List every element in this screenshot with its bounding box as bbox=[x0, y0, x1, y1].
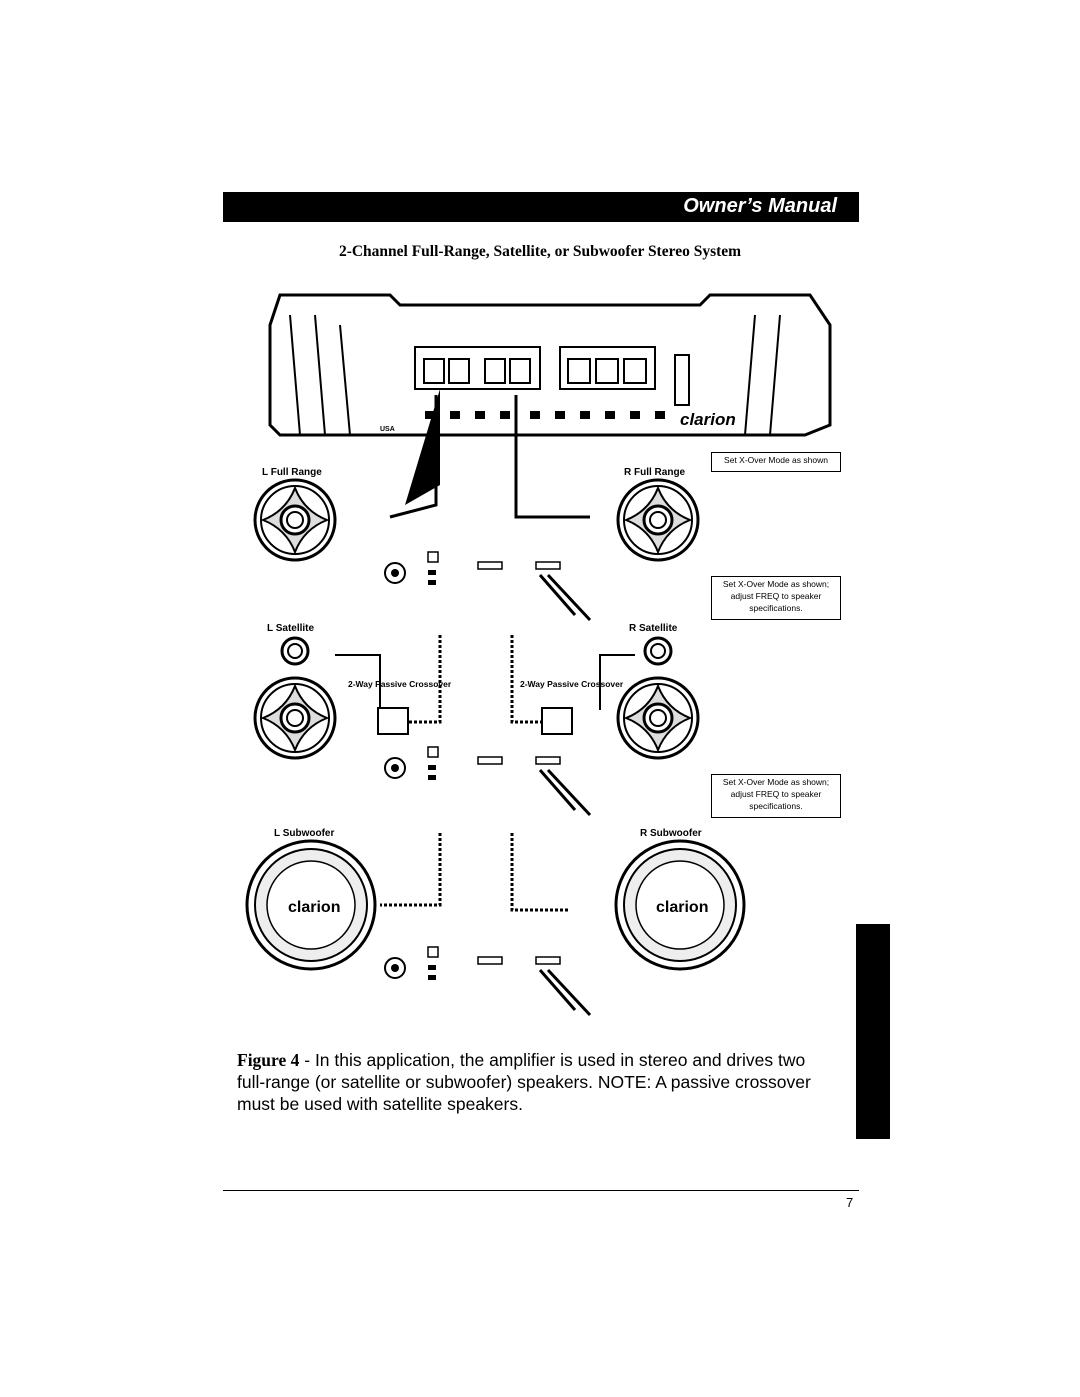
l-full-range-speaker bbox=[253, 478, 337, 562]
figure-label: Figure 4 bbox=[237, 1050, 300, 1070]
l-passive-crossover-box bbox=[377, 707, 409, 735]
wiring-diagram: clarion USA L Full Range R Full Range L … bbox=[245, 293, 832, 1017]
note-box-3: Set X-Over Mode as shown; adjust FREQ to… bbox=[711, 774, 841, 818]
section-side-tab bbox=[856, 924, 890, 1139]
label-r-full-range: R Full Range bbox=[624, 467, 686, 478]
note-box-2: Set X-Over Mode as shown; adjust FREQ to… bbox=[711, 576, 841, 620]
label-r-passive-crossover: 2-Way Passive Crossover bbox=[520, 679, 624, 689]
footer-rule bbox=[223, 1190, 859, 1191]
figure-caption-text: - In this application, the amplifier is … bbox=[237, 1050, 811, 1114]
page-number: 7 bbox=[846, 1195, 854, 1210]
section-title: 2-Channel Full-Range, Satellite, or Subw… bbox=[338, 243, 742, 260]
controls-row-1 bbox=[383, 550, 592, 622]
amplifier: clarion USA bbox=[268, 293, 832, 437]
amp-made-in: USA bbox=[380, 426, 395, 433]
l-satellite-tweeter bbox=[280, 636, 310, 666]
controls-row-3 bbox=[383, 945, 592, 1017]
header-bar: Owner’s Manual bbox=[223, 192, 859, 222]
figure-caption: Figure 4 - In this application, the ampl… bbox=[237, 1049, 837, 1115]
label-l-full-range: L Full Range bbox=[262, 467, 322, 478]
r-subwoofer-logo: clarion bbox=[656, 899, 708, 916]
l-subwoofer-logo: clarion bbox=[288, 899, 340, 916]
controls-row-2 bbox=[383, 745, 592, 817]
l-satellite-woofer bbox=[253, 676, 337, 760]
note-box-1: Set X-Over Mode as shown bbox=[711, 452, 841, 472]
r-passive-crossover-box bbox=[541, 707, 573, 735]
label-r-satellite: R Satellite bbox=[629, 623, 678, 634]
r-full-range-speaker bbox=[616, 478, 700, 562]
label-r-subwoofer: R Subwoofer bbox=[640, 828, 702, 839]
r-satellite-woofer bbox=[616, 676, 700, 760]
label-l-satellite: L Satellite bbox=[267, 623, 314, 634]
label-l-passive-crossover: 2-Way Passive Crossover bbox=[348, 679, 452, 689]
label-l-subwoofer: L Subwoofer bbox=[274, 828, 334, 839]
header-title: Owner’s Manual bbox=[683, 195, 837, 217]
amp-brand-logo: clarion bbox=[680, 410, 736, 429]
r-satellite-tweeter bbox=[643, 636, 673, 666]
